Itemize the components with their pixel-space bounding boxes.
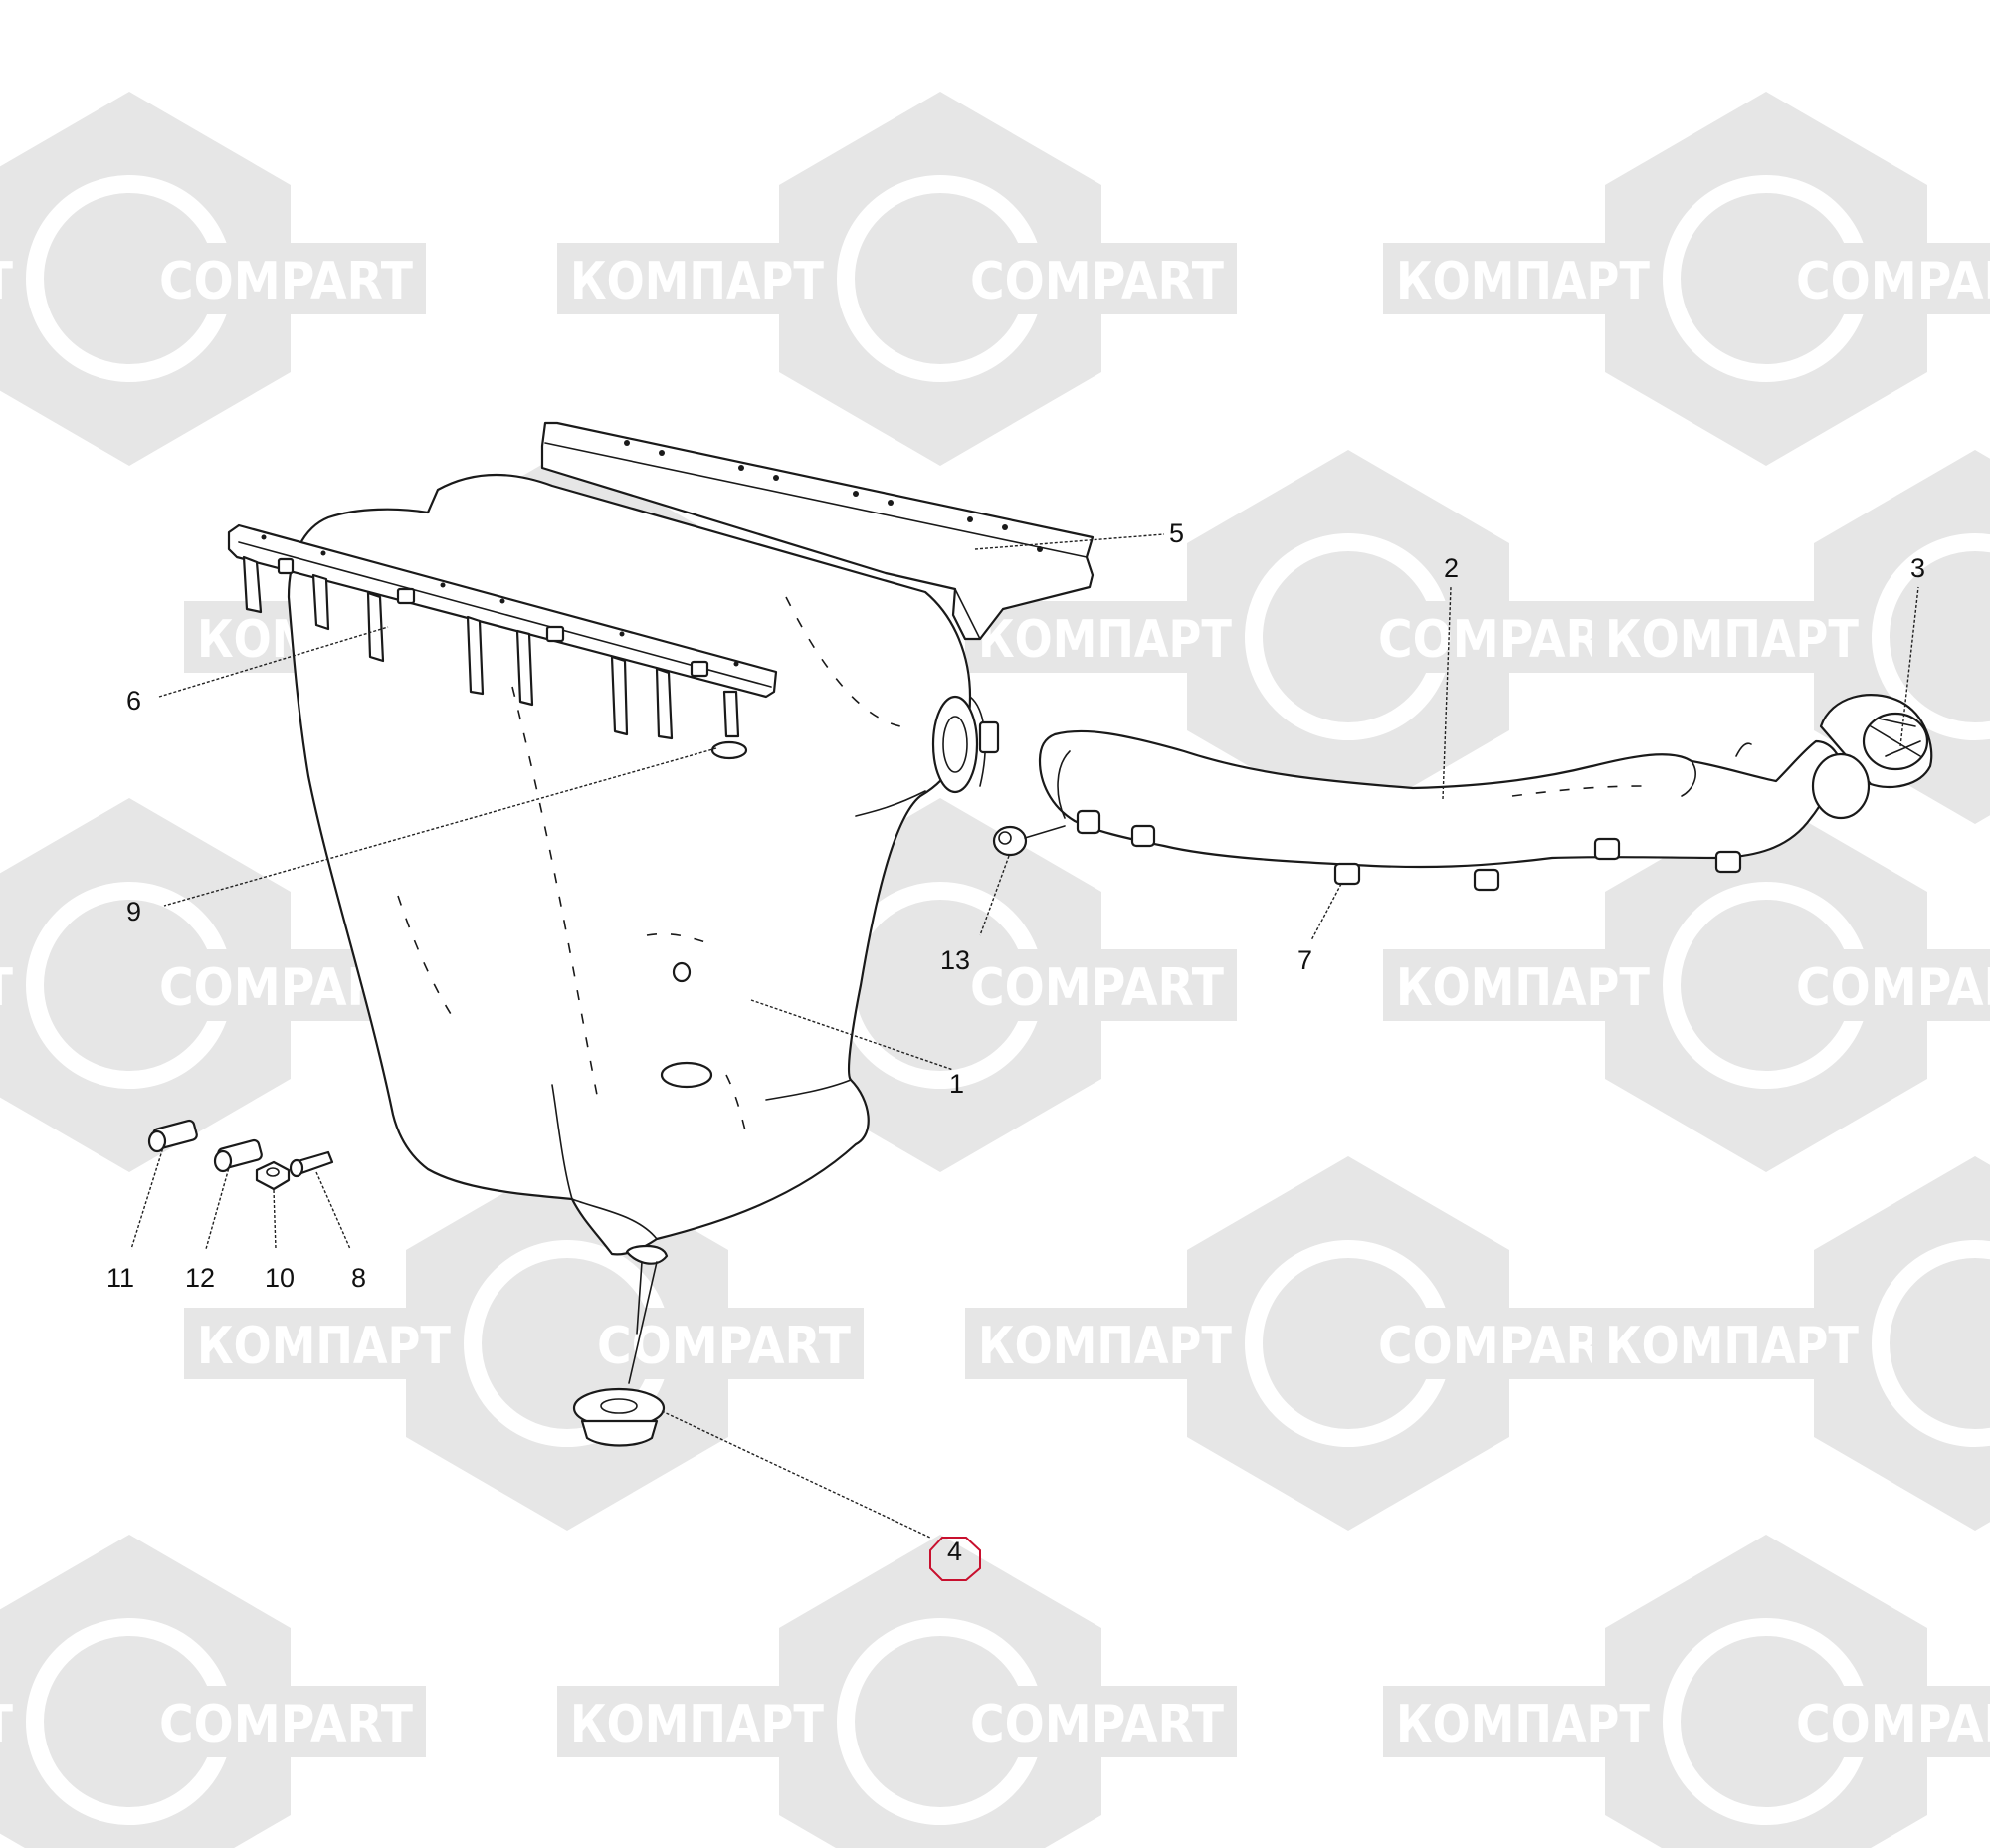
callout-5[interactable]: 5 bbox=[1169, 518, 1184, 548]
oil-pan-assembly-drawing bbox=[147, 421, 1933, 1447]
watermark-tile: КОМПАРТ COMPART bbox=[0, 1535, 426, 1848]
watermark-tile: КОМПАРТ COMPART bbox=[184, 1156, 864, 1531]
svg-text:КОМПАРТ: КОМПАРТ bbox=[1605, 1317, 1859, 1376]
leader-lines bbox=[130, 533, 1919, 1539]
svg-text:КОМПАРТ: КОМПАРТ bbox=[0, 1695, 13, 1754]
svg-text:КОМПАРТ: КОМПАРТ bbox=[1396, 1695, 1650, 1754]
callout-11[interactable]: 11 bbox=[106, 1263, 134, 1293]
svg-text:КОМПАРТ: КОМПАРТ bbox=[1605, 610, 1859, 670]
callout-labels: 1 2 3 4 5 6 7 8 9 10 11 12 13 bbox=[106, 518, 1925, 1581]
svg-text:COMPART: COMPART bbox=[970, 252, 1224, 311]
callout-4[interactable]: 4 bbox=[947, 1537, 962, 1566]
watermark-tile: КОМПАРТ COMPART bbox=[1383, 1535, 1990, 1848]
svg-text:КОМПАРТ: КОМПАРТ bbox=[0, 958, 13, 1018]
part-1-oil-pan bbox=[287, 473, 1000, 1384]
part-9-bolt bbox=[710, 690, 748, 760]
svg-text:КОМПАРТ: КОМПАРТ bbox=[570, 1695, 824, 1754]
callout-7[interactable]: 7 bbox=[1297, 945, 1312, 975]
svg-text:КОМПАРТ: КОМПАРТ bbox=[1396, 958, 1650, 1018]
part-11-sleeve bbox=[147, 1119, 198, 1153]
watermark-tile: КОМПАРТ COMPART bbox=[1383, 92, 1990, 466]
watermark-tile: КОМПАРТ COMPART bbox=[557, 1535, 1237, 1848]
compart-watermark: КОМПАРТCOMPARTКОМПАРТCOMPARTКОМПАРТCOMPA… bbox=[0, 92, 1990, 1848]
part-13-grommet bbox=[992, 825, 1066, 857]
svg-text:COMPART: COMPART bbox=[1796, 958, 1990, 1018]
svg-text:COMPART: COMPART bbox=[159, 252, 413, 311]
svg-text:COMPART: COMPART bbox=[597, 1317, 851, 1376]
watermark-tile: КОМПАРТ COMPART bbox=[965, 450, 1645, 824]
svg-text:COMPART: COMPART bbox=[1378, 610, 1632, 670]
callout-10[interactable]: 10 bbox=[265, 1263, 295, 1293]
svg-text:КОМПАРТ: КОМПАРТ bbox=[0, 252, 13, 311]
svg-text:COMPART: COMPART bbox=[1796, 1695, 1990, 1754]
part-5-upper-rail bbox=[540, 421, 1094, 641]
callout-3[interactable]: 3 bbox=[1910, 553, 1925, 583]
part-8-pin bbox=[289, 1150, 334, 1178]
callout-13[interactable]: 13 bbox=[940, 945, 970, 975]
selected-callout-hexagon bbox=[929, 1537, 981, 1581]
watermark-tile: КОМПАРТ COMPART bbox=[1383, 798, 1990, 1172]
svg-text:COMPART: COMPART bbox=[970, 958, 1224, 1018]
part-10-nut bbox=[255, 1160, 291, 1191]
callout-9[interactable]: 9 bbox=[126, 897, 141, 926]
watermark-tile: КОМПАРТ COMPART bbox=[557, 92, 1237, 466]
svg-text:COMPART: COMPART bbox=[1796, 252, 1990, 311]
watermark-tile: КОМПАРТ COMPART bbox=[0, 92, 426, 466]
watermark-tile: КОМПАРТ COMPART bbox=[965, 1156, 1645, 1531]
callout-1[interactable]: 1 bbox=[949, 1069, 964, 1099]
svg-text:COMPART: COMPART bbox=[970, 1695, 1224, 1754]
callout-8[interactable]: 8 bbox=[351, 1263, 366, 1293]
part-3-cap bbox=[1811, 694, 1933, 820]
callout-12[interactable]: 12 bbox=[185, 1263, 215, 1293]
svg-text:КОМПАРТ: КОМПАРТ bbox=[1396, 252, 1650, 311]
callout-2[interactable]: 2 bbox=[1444, 553, 1459, 583]
svg-text:COMPART: COMPART bbox=[159, 1695, 413, 1754]
svg-text:КОМПАРТ: КОМПАРТ bbox=[978, 610, 1232, 670]
callout-6[interactable]: 6 bbox=[126, 686, 141, 716]
svg-text:КОМПАРТ: КОМПАРТ bbox=[570, 252, 824, 311]
part-4-drain-plug bbox=[572, 1387, 666, 1447]
svg-text:КОМПАРТ: КОМПАРТ bbox=[197, 1317, 451, 1376]
svg-text:КОМПАРТ: КОМПАРТ bbox=[978, 1317, 1232, 1376]
part-6-lower-flange bbox=[227, 523, 778, 740]
svg-text:COMPART: COMPART bbox=[1378, 1317, 1632, 1376]
part-12-sleeve bbox=[213, 1138, 263, 1173]
